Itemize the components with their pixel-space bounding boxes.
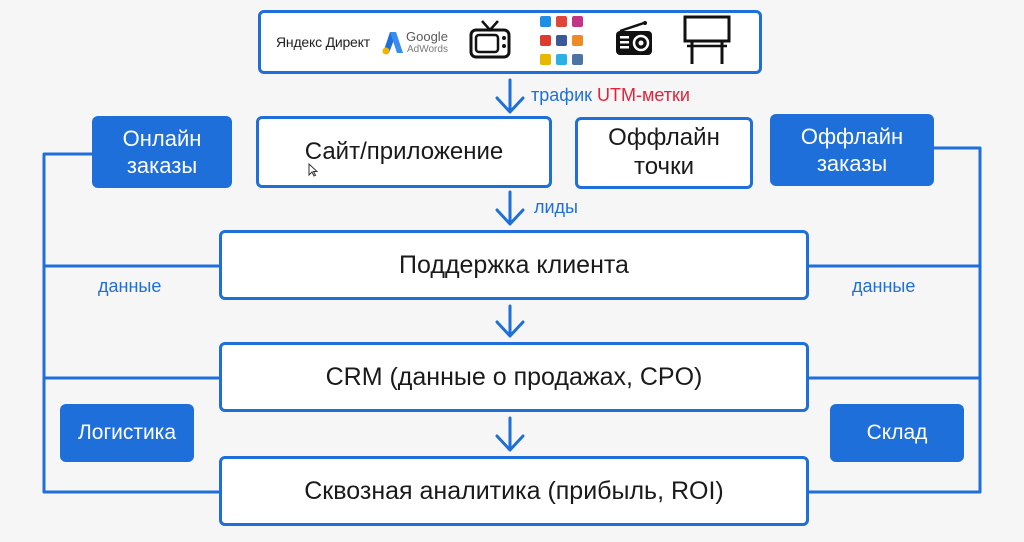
left-bracket-line (42, 152, 222, 494)
warehouse-box: Склад (830, 404, 964, 462)
crm-box: CRM (данные о продажах, CPO) (219, 342, 809, 412)
offline-points-line2: точки (634, 153, 694, 180)
right-bracket-line (804, 146, 982, 494)
site-app-label: Сайт/приложение (304, 137, 504, 165)
yandex-direct-logo: Яндекс Директ (276, 34, 370, 50)
online-orders-line2: заказы (126, 153, 198, 178)
data-left-label: данные (98, 276, 162, 296)
google-adwords-logo: Google AdWords (382, 27, 448, 57)
online-orders-line1: Онлайн (122, 125, 202, 151)
offline-points-box: Оффлайн точки (575, 117, 753, 189)
adwords-wordmark: AdWords (407, 44, 448, 55)
end-to-end-analytics-label: Сквозная аналитика (прибыль, ROI) (304, 477, 724, 505)
offline-orders-line1: Оффлайн (800, 123, 904, 149)
traffic-prefix: трафик (531, 85, 593, 105)
warehouse-label: Склад (866, 420, 928, 444)
arrow-support-crm-head (495, 320, 525, 338)
data-right-label: данные (852, 276, 916, 296)
google-wordmark: Google (406, 29, 448, 44)
arrow-leads-head (495, 208, 525, 226)
traffic-label: трафик UTM-метки (531, 85, 690, 106)
online-orders-box: Онлайн заказы (92, 116, 232, 188)
mouse-cursor (308, 163, 318, 177)
customer-support-box: Поддержка клиента (219, 230, 809, 300)
offline-orders-box: Оффлайн заказы (770, 114, 934, 186)
crm-label: CRM (данные о продажах, CPO) (325, 363, 703, 391)
offline-points-line1: Оффлайн (608, 124, 720, 152)
end-to-end-analytics-box: Сквозная аналитика (прибыль, ROI) (219, 456, 809, 526)
logistics-box: Логистика (60, 404, 194, 462)
arrow-crm-analytics-head (495, 434, 525, 452)
radio-icon (616, 21, 652, 55)
billboard-icon (683, 15, 731, 64)
site-app-box: Сайт/приложение (256, 116, 552, 188)
logistics-label: Логистика (77, 420, 177, 444)
customer-support-label: Поддержка клиента (399, 251, 629, 279)
arrow-traffic-head (495, 96, 525, 114)
offline-orders-line2: заказы (816, 151, 888, 176)
adwords-icon (382, 32, 403, 55)
utm-tags-label: UTM-метки (597, 85, 690, 105)
tv-icon (469, 20, 511, 59)
leads-label: лиды (534, 197, 578, 217)
social-icons-grid (540, 16, 583, 65)
